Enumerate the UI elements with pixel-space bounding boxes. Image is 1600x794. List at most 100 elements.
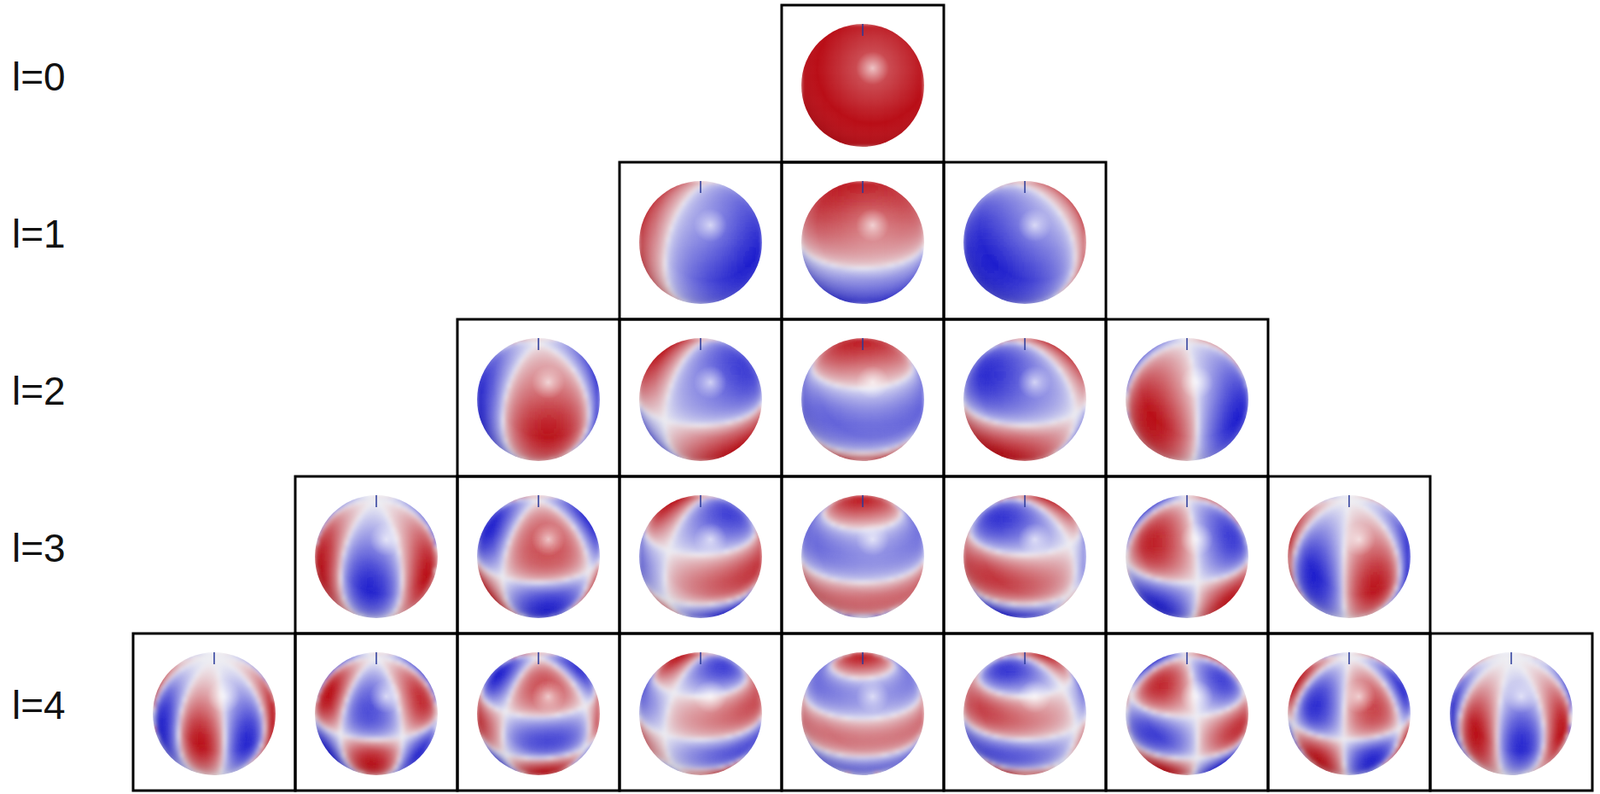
surface-patch bbox=[672, 180, 676, 185]
surface-patch bbox=[911, 125, 915, 129]
surface-patch bbox=[758, 221, 763, 225]
surface-patch bbox=[651, 196, 655, 200]
surface-patch bbox=[758, 214, 763, 218]
surface-patch bbox=[810, 45, 815, 49]
surface-patch bbox=[749, 202, 753, 206]
surface-patch bbox=[803, 112, 808, 117]
surface-patch bbox=[743, 192, 747, 197]
surface-patch bbox=[733, 186, 738, 191]
surface-patch bbox=[801, 57, 805, 61]
surface-patch bbox=[813, 39, 817, 43]
surface-patch bbox=[756, 208, 760, 212]
surface-patch bbox=[641, 208, 646, 212]
surface-patch bbox=[758, 217, 763, 222]
surface-patch bbox=[756, 211, 760, 216]
surface-patch bbox=[675, 180, 680, 185]
surface-patch bbox=[641, 211, 646, 216]
surface-patch bbox=[826, 137, 830, 141]
surface-patch bbox=[740, 190, 745, 194]
surface-patch bbox=[911, 45, 915, 49]
surface-patch bbox=[648, 198, 652, 203]
surface-patch bbox=[801, 64, 805, 68]
surface-patch bbox=[893, 26, 897, 30]
surface-patch bbox=[822, 33, 827, 37]
surface-patch bbox=[749, 198, 753, 203]
surface-patch bbox=[920, 106, 925, 111]
surface-patch bbox=[890, 26, 894, 30]
surface-patch bbox=[648, 202, 652, 206]
surface-patch bbox=[832, 140, 836, 145]
surface-patch bbox=[920, 64, 925, 68]
surface-patch bbox=[816, 35, 821, 40]
surface-patch bbox=[801, 60, 805, 64]
surface-patch bbox=[918, 112, 922, 117]
surface-patch bbox=[887, 143, 891, 147]
surface-patch bbox=[828, 26, 832, 30]
sphere-shading bbox=[801, 23, 925, 147]
surface-patch bbox=[884, 23, 888, 28]
surface-patch bbox=[908, 39, 913, 43]
harmonic-sphere bbox=[801, 23, 926, 148]
sphere-surface bbox=[639, 180, 763, 305]
surface-patch bbox=[727, 183, 732, 187]
sphere-surface bbox=[801, 23, 926, 148]
surface-patch bbox=[826, 29, 830, 34]
surface-patch bbox=[803, 116, 808, 120]
surface-patch bbox=[837, 143, 842, 147]
surface-patch bbox=[920, 60, 925, 64]
surface-patch bbox=[810, 41, 815, 46]
surface-patch bbox=[920, 103, 925, 107]
surface-patch bbox=[837, 23, 842, 28]
surface-patch bbox=[918, 51, 922, 55]
surface-patch bbox=[752, 205, 757, 210]
surface-patch bbox=[803, 51, 808, 55]
surface-patch bbox=[899, 33, 903, 37]
surface-patch bbox=[920, 57, 925, 61]
surface-patch bbox=[896, 137, 900, 141]
surface-patch bbox=[905, 131, 909, 135]
surface-patch bbox=[746, 196, 751, 200]
surface-patch bbox=[731, 183, 735, 187]
surface-patch bbox=[807, 48, 811, 53]
surface-patch bbox=[914, 48, 919, 53]
surface-patch bbox=[813, 128, 817, 132]
surface-patch bbox=[663, 186, 668, 191]
surface-patch bbox=[669, 183, 674, 187]
surface-patch bbox=[911, 122, 915, 126]
surface-patch bbox=[841, 143, 845, 147]
surface-patch bbox=[887, 23, 891, 28]
surface-patch bbox=[893, 140, 897, 145]
harmonic-sphere bbox=[639, 180, 763, 305]
surface-patch bbox=[718, 180, 722, 185]
surface-patch bbox=[902, 33, 907, 37]
surface-patch bbox=[679, 180, 683, 185]
surface-patch bbox=[801, 106, 805, 111]
surface-patch bbox=[841, 23, 845, 28]
surface-patch bbox=[890, 140, 894, 145]
surface-patch bbox=[810, 125, 815, 129]
surface-patch bbox=[832, 26, 836, 30]
surface-patch bbox=[880, 143, 885, 147]
surface-patch bbox=[801, 110, 805, 114]
surface-patch bbox=[645, 205, 649, 210]
surface-patch bbox=[834, 143, 838, 147]
surface-patch bbox=[918, 54, 922, 59]
surface-patch bbox=[816, 131, 821, 135]
surface-patch bbox=[905, 35, 909, 40]
surface-patch bbox=[660, 190, 664, 194]
surface-patch bbox=[914, 118, 919, 123]
axis-tick bbox=[861, 23, 864, 36]
surface-patch bbox=[902, 133, 907, 138]
surface-patch bbox=[884, 143, 888, 147]
surface-patch bbox=[896, 29, 900, 34]
surface-patch bbox=[834, 23, 838, 28]
surface-patch bbox=[639, 221, 643, 225]
surface-patch bbox=[654, 192, 658, 197]
surface-patch bbox=[737, 190, 741, 194]
surface-patch bbox=[819, 133, 823, 138]
surface-patch bbox=[828, 140, 832, 145]
surface-patch bbox=[908, 128, 913, 132]
surface-patch bbox=[920, 110, 925, 114]
surface-patch bbox=[803, 54, 808, 59]
